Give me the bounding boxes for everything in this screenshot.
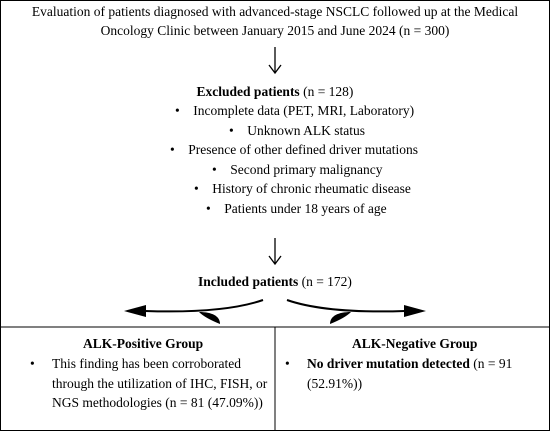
alk-negative-bullet: • <box>285 356 290 371</box>
left-branch-arrow <box>124 299 264 324</box>
excluded-item-1: • Incomplete data (PET, MRI, Laboratory) <box>175 103 414 119</box>
alk-negative-title: ALK-Negative Group <box>352 336 478 351</box>
down-arrow-1 <box>268 47 282 75</box>
alk-positive-line-2: through the utilization of IHC, FISH, or <box>52 376 268 391</box>
excluded-item-label: Second primary malignancy <box>230 162 383 177</box>
excluded-count: (n = 128) <box>299 84 354 99</box>
alk-positive-bullet: • <box>30 356 35 371</box>
excluded-title: Excluded patients (n = 128) <box>0 84 550 100</box>
included-title-label: Included patients <box>198 274 299 289</box>
bullet: • <box>206 201 211 216</box>
alk-negative-line-1: No driver mutation detected (n = 91 <box>307 356 512 372</box>
header-line-1: Evaluation of patients diagnosed with ad… <box>31 4 519 19</box>
excluded-title-label: Excluded patients <box>196 84 300 99</box>
included-title: Included patients (n = 172) <box>0 274 550 290</box>
down-arrow-2 <box>268 238 282 266</box>
right-branch-arrow <box>286 299 426 324</box>
header-line-2: Oncology Clinic between January 2015 and… <box>100 23 450 38</box>
alk-positive-line-3: NGS methodologies (n = 81 (47.09%)) <box>52 395 263 410</box>
excluded-item-label: Patients under 18 years of age <box>224 201 387 216</box>
excluded-item-6: • Patients under 18 years of age <box>206 201 387 217</box>
excluded-item-label: Incomplete data (PET, MRI, Laboratory) <box>193 103 415 118</box>
alk-negative-line-2: (52.91%)) <box>307 376 363 391</box>
excluded-item-4: • Second primary malignancy <box>212 162 382 178</box>
bullet: • <box>194 181 199 196</box>
included-count: (n = 172) <box>298 274 352 289</box>
alk-negative-count: (n = 91 <box>469 356 513 371</box>
bullet: • <box>212 162 217 177</box>
excluded-item-5: • History of chronic rheumatic disease <box>194 181 411 197</box>
alk-negative-finding: No driver mutation detected <box>307 356 470 371</box>
excluded-item-3: • Presence of other defined driver mutat… <box>170 142 418 158</box>
bullet: • <box>170 142 175 157</box>
excluded-item-2: • Unknown ALK status <box>229 123 365 139</box>
excluded-item-label: Unknown ALK status <box>247 123 365 138</box>
alk-positive-title: ALK-Positive Group <box>83 336 204 351</box>
excluded-item-label: Presence of other defined driver mutatio… <box>188 142 419 157</box>
excluded-item-label: History of chronic rheumatic disease <box>212 181 411 196</box>
bullet: • <box>175 103 180 118</box>
alk-positive-line-1: This finding has been corroborated <box>52 356 241 371</box>
bullet: • <box>229 123 234 138</box>
